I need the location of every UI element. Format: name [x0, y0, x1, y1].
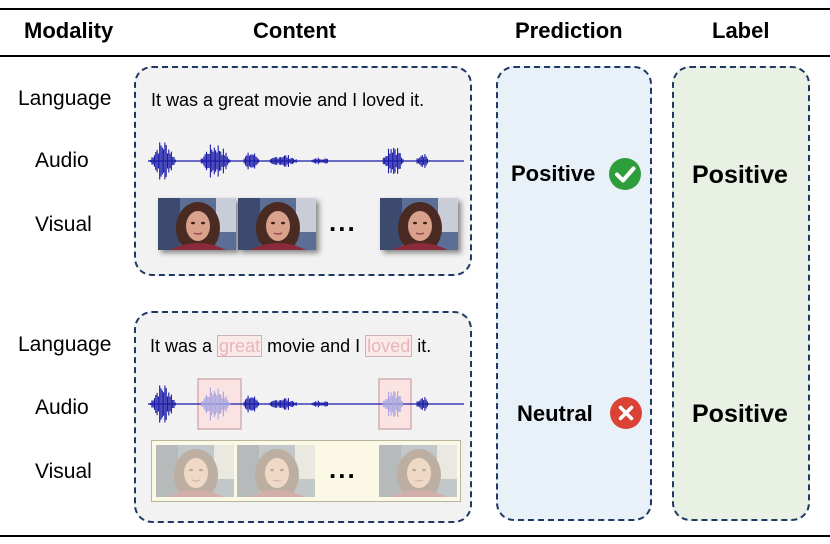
prediction-box: [496, 66, 652, 521]
frames-ellipsis: ...: [329, 454, 357, 484]
header-rule: [0, 55, 830, 57]
audio-waveform-original: [148, 142, 464, 180]
video-frame-1: [158, 198, 236, 250]
modality-language: Language: [18, 333, 112, 356]
prediction-neutral: Neutral: [517, 401, 593, 426]
video-frame-2: [238, 198, 316, 250]
modality-audio: Audio: [35, 396, 89, 419]
modality-visual: Visual: [35, 213, 92, 236]
video-strip-faded: [151, 440, 461, 502]
label-positive-2: Positive: [692, 400, 788, 428]
sentence-part: It was a: [150, 336, 213, 356]
masked-word-great: great: [217, 335, 263, 357]
header-modality: Modality: [24, 18, 114, 43]
check-icon: [609, 158, 641, 190]
sentence-text: It was a great movie and I loved it.: [151, 90, 425, 110]
frames-ellipsis: ...: [329, 207, 357, 237]
label-box: [672, 66, 810, 521]
audio-waveform-perturbed: [148, 378, 464, 430]
top-rule: [0, 8, 830, 10]
header-prediction: Prediction: [515, 18, 623, 43]
video-frame-faded-1: [156, 445, 234, 497]
language-sentence-perturbed: It was a great movie and I loved it.: [150, 335, 432, 357]
video-frame-faded-3: [379, 445, 457, 497]
header-content: Content: [253, 18, 337, 43]
bottom-rule: [0, 535, 830, 537]
sentence-part: it.: [417, 336, 432, 356]
masked-word-loved: loved: [365, 335, 413, 357]
header-label: Label: [712, 18, 770, 43]
video-frame-3: [380, 198, 458, 250]
modality-visual: Visual: [35, 460, 92, 483]
prediction-positive: Positive: [511, 161, 596, 186]
cross-icon: [610, 397, 642, 429]
video-frame-faded-2: [237, 445, 315, 497]
language-sentence-original: It was a great movie and I loved it.: [151, 90, 424, 111]
modality-language: Language: [18, 87, 112, 110]
modality-audio: Audio: [35, 149, 89, 172]
sentence-part: movie and I: [267, 336, 361, 356]
label-positive-1: Positive: [692, 161, 788, 189]
